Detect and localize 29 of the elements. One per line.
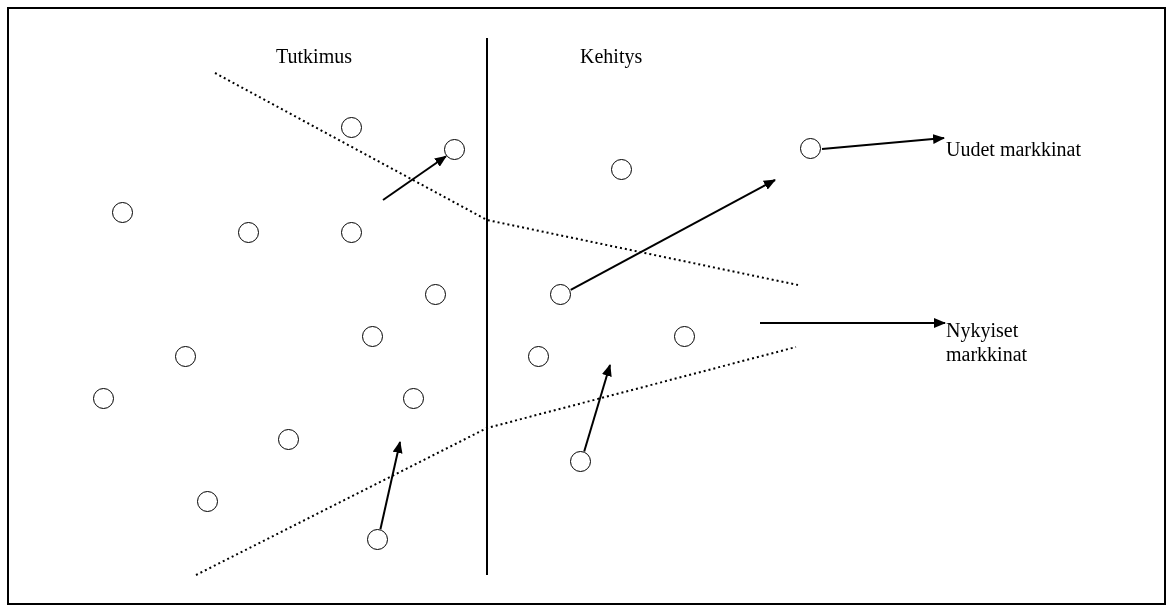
circle <box>238 222 259 243</box>
arrow <box>382 155 447 201</box>
market-label: Nykyiset markkinat <box>946 318 1066 366</box>
column-heading: Tutkimus <box>276 44 352 68</box>
arrow <box>379 441 403 531</box>
circle <box>341 117 362 138</box>
circle <box>197 491 218 512</box>
circle <box>528 346 549 367</box>
circle <box>800 138 821 159</box>
circle <box>403 388 424 409</box>
arrow <box>583 364 612 453</box>
circle <box>278 429 299 450</box>
arrow <box>759 318 946 328</box>
column-heading: Kehitys <box>580 44 643 68</box>
circle <box>93 388 114 409</box>
circle <box>611 159 632 180</box>
circle <box>175 346 196 367</box>
circle <box>341 222 362 243</box>
market-label: Uudet markkinat <box>946 137 1106 161</box>
circle <box>362 326 383 347</box>
circle <box>444 139 465 160</box>
circle <box>425 284 446 305</box>
arrow <box>821 134 945 150</box>
arrow <box>569 179 776 291</box>
circle <box>112 202 133 223</box>
circle <box>570 451 591 472</box>
circle <box>674 326 695 347</box>
circle <box>367 529 388 550</box>
circle <box>550 284 571 305</box>
